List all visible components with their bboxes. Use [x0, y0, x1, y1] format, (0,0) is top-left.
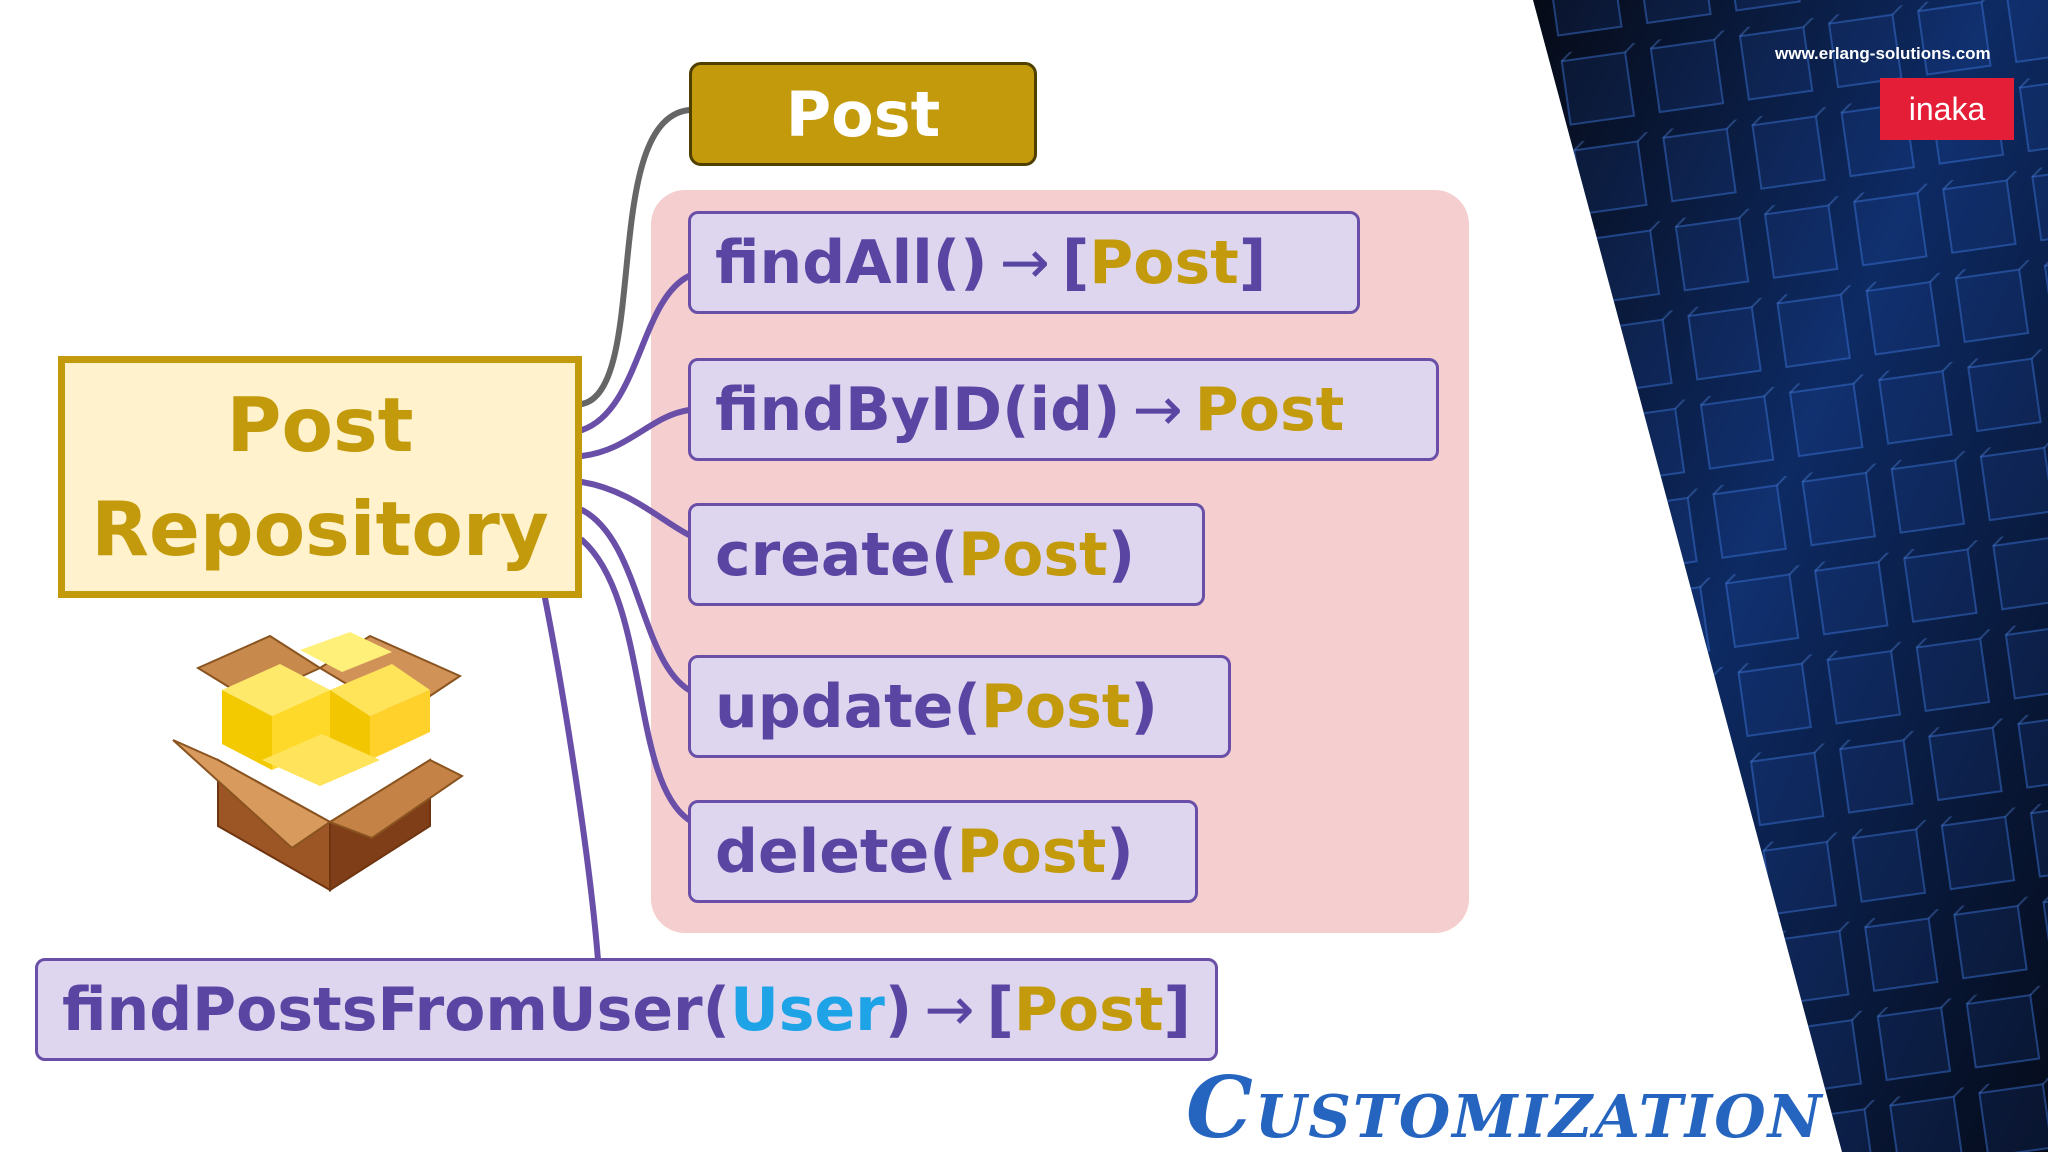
inaka-logo: inaka: [1880, 78, 2014, 140]
post-model-box: Post: [689, 62, 1037, 166]
website-url: www.erlang-solutions.com: [1775, 44, 1991, 63]
method-findpostsfromuser: findPostsFromUser( User ) → [ Post ]: [35, 958, 1218, 1061]
logo-text: inaka: [1908, 90, 1986, 127]
connector-custom: [542, 595, 601, 963]
connector-create: [579, 479, 692, 538]
method-findbyid: findByID(id) → Post: [688, 358, 1439, 461]
repository-line-1: Post: [226, 381, 414, 469]
method-findall: findAll() → [ Post ]: [688, 211, 1360, 314]
connector-findall: [579, 273, 692, 433]
repository-line-2: Repository: [91, 485, 549, 573]
method-create: create( Post ): [688, 503, 1205, 606]
post-model-label: Post: [785, 77, 941, 151]
connector-update: [579, 507, 692, 693]
post-repository-box: Post Repository: [58, 356, 582, 598]
method-update: update( Post ): [688, 655, 1231, 758]
connector-delete: [579, 537, 692, 823]
slide-heading: Customization: [1186, 1058, 1824, 1152]
connector-findbyid: [579, 407, 692, 459]
method-delete: delete( Post ): [688, 800, 1198, 903]
connector-post: [579, 107, 692, 407]
